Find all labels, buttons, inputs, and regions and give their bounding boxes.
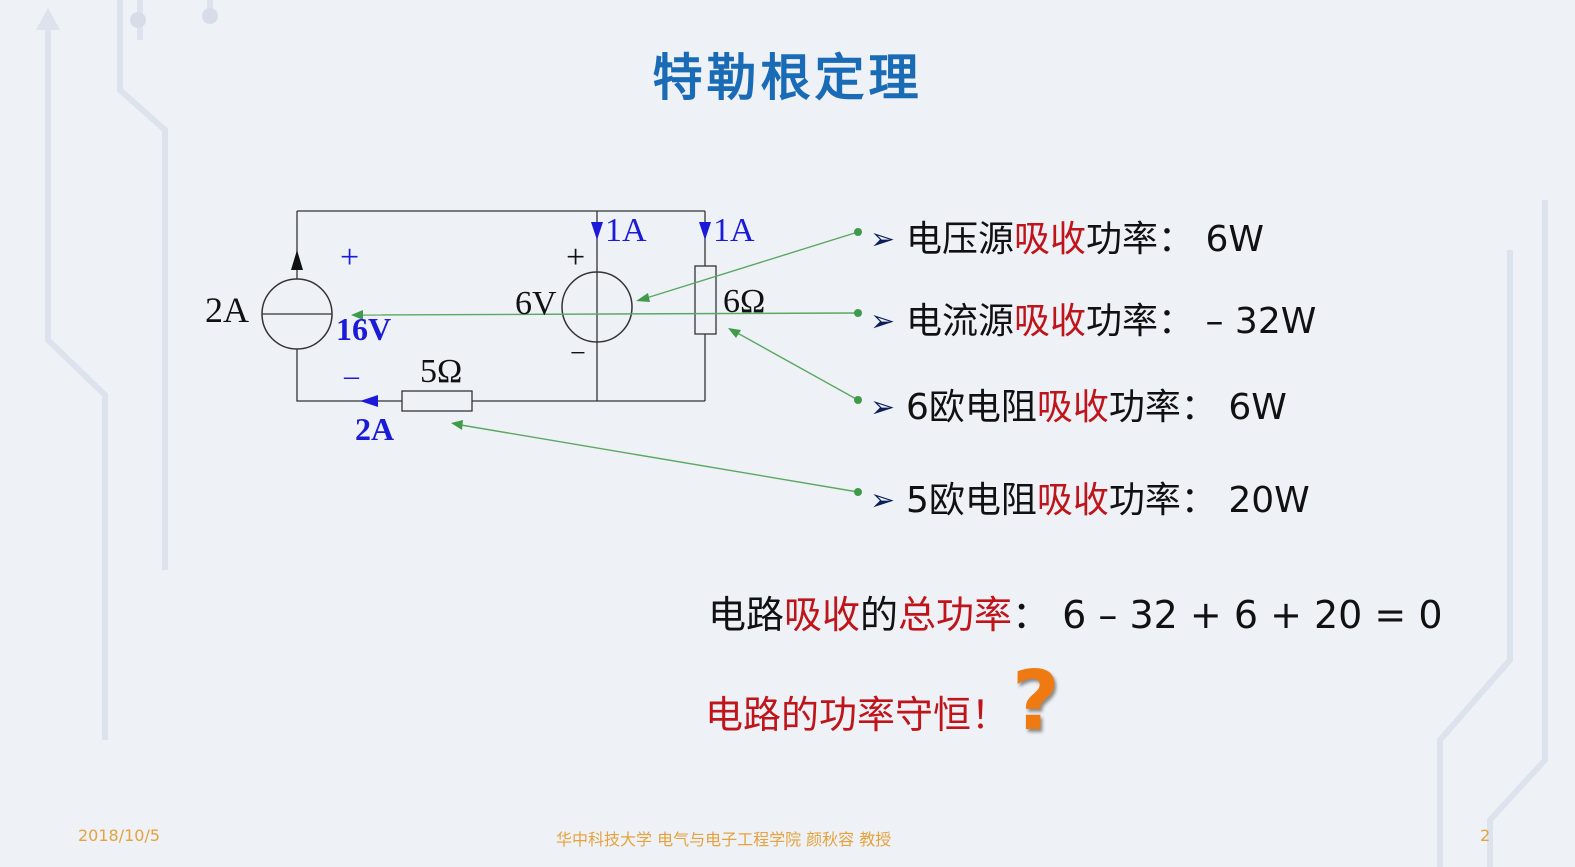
bullet-highlight: 吸收 [1036,387,1109,428]
total-highlight-absorb: 吸收 [784,593,861,637]
vs-current-label: 1A [605,212,647,249]
resistor5-label: 5Ω [420,353,462,390]
total-text-de: 的 [860,593,899,637]
bullet-arrow-icon: ➢ [870,483,896,518]
bullet-resistor-5: ➢ 5欧电阻吸收功率： 20W [870,471,1310,523]
bullet-text: 电压源 [906,219,1015,260]
total-equation: ： 6 – 32 + 6 + 20 = 0 [1012,593,1443,637]
bullet-value: 功率： – 32W [1086,301,1317,342]
bullet-value: 功率： 6W [1108,387,1287,428]
bullet-value: 功率： 20W [1108,480,1310,521]
total-text: 电路 [708,593,785,637]
bullet-resistor-6: ➢ 6欧电阻吸收功率： 6W [870,378,1287,430]
r6-current-label: 1A [713,212,755,249]
minus-sign: – [343,359,360,392]
plus-sign: + [340,239,359,276]
bullet-arrow-icon: ➢ [870,390,896,425]
page-title: 特勒根定理 [652,49,923,107]
total-highlight-power: 总功率 [898,593,1013,637]
bullet-highlight: 吸收 [1014,219,1087,260]
bullet-arrow-icon: ➢ [870,304,896,339]
total-power-equation: 电路吸收的总功率： 6 – 32 + 6 + 20 = 0 [708,584,1443,639]
vs-minus: − [570,338,586,369]
bullet-text: 6欧电阻 [906,387,1037,428]
bullet-highlight: 吸收 [1036,480,1109,521]
voltage-source [561,271,633,343]
bullet-voltage-source: ➢ 电压源吸收功率： 6W [870,210,1264,262]
current-source-label: 2A [205,290,249,330]
current-source-voltage: 16V [336,311,391,347]
vs-plus: + [566,239,585,276]
vs-current-arrow [591,222,603,240]
bullet-current-source: ➢ 电流源吸收功率： – 32W [870,292,1316,344]
resistor6-label: 6Ω [723,283,765,320]
resistor-5ohm [401,390,473,412]
loop-current-arrow [360,395,378,407]
r6-current-arrow [699,222,711,240]
current-source [261,250,333,350]
bullet-text: 电流源 [906,301,1015,342]
loop-current-label: 2A [355,411,394,447]
resistor-6ohm [694,265,717,335]
footer-page-number: 2 [1480,826,1491,845]
power-conservation-statement: 电路的功率守恒！ [705,693,1010,737]
bullet-highlight: 吸收 [1014,301,1087,342]
question-mark-icon: ? [1012,654,1060,749]
bullet-arrow-icon: ➢ [870,222,896,257]
footer-institution: 华中科技大学 电气与电子工程学院 颜秋容 教授 [556,830,892,849]
voltage-source-label: 6V [515,285,557,322]
bullet-value: 功率： 6W [1086,219,1264,260]
bullet-text: 5欧电阻 [906,480,1037,521]
footer-date: 2018/10/5 [78,826,161,845]
current-source-arrow [291,250,303,270]
